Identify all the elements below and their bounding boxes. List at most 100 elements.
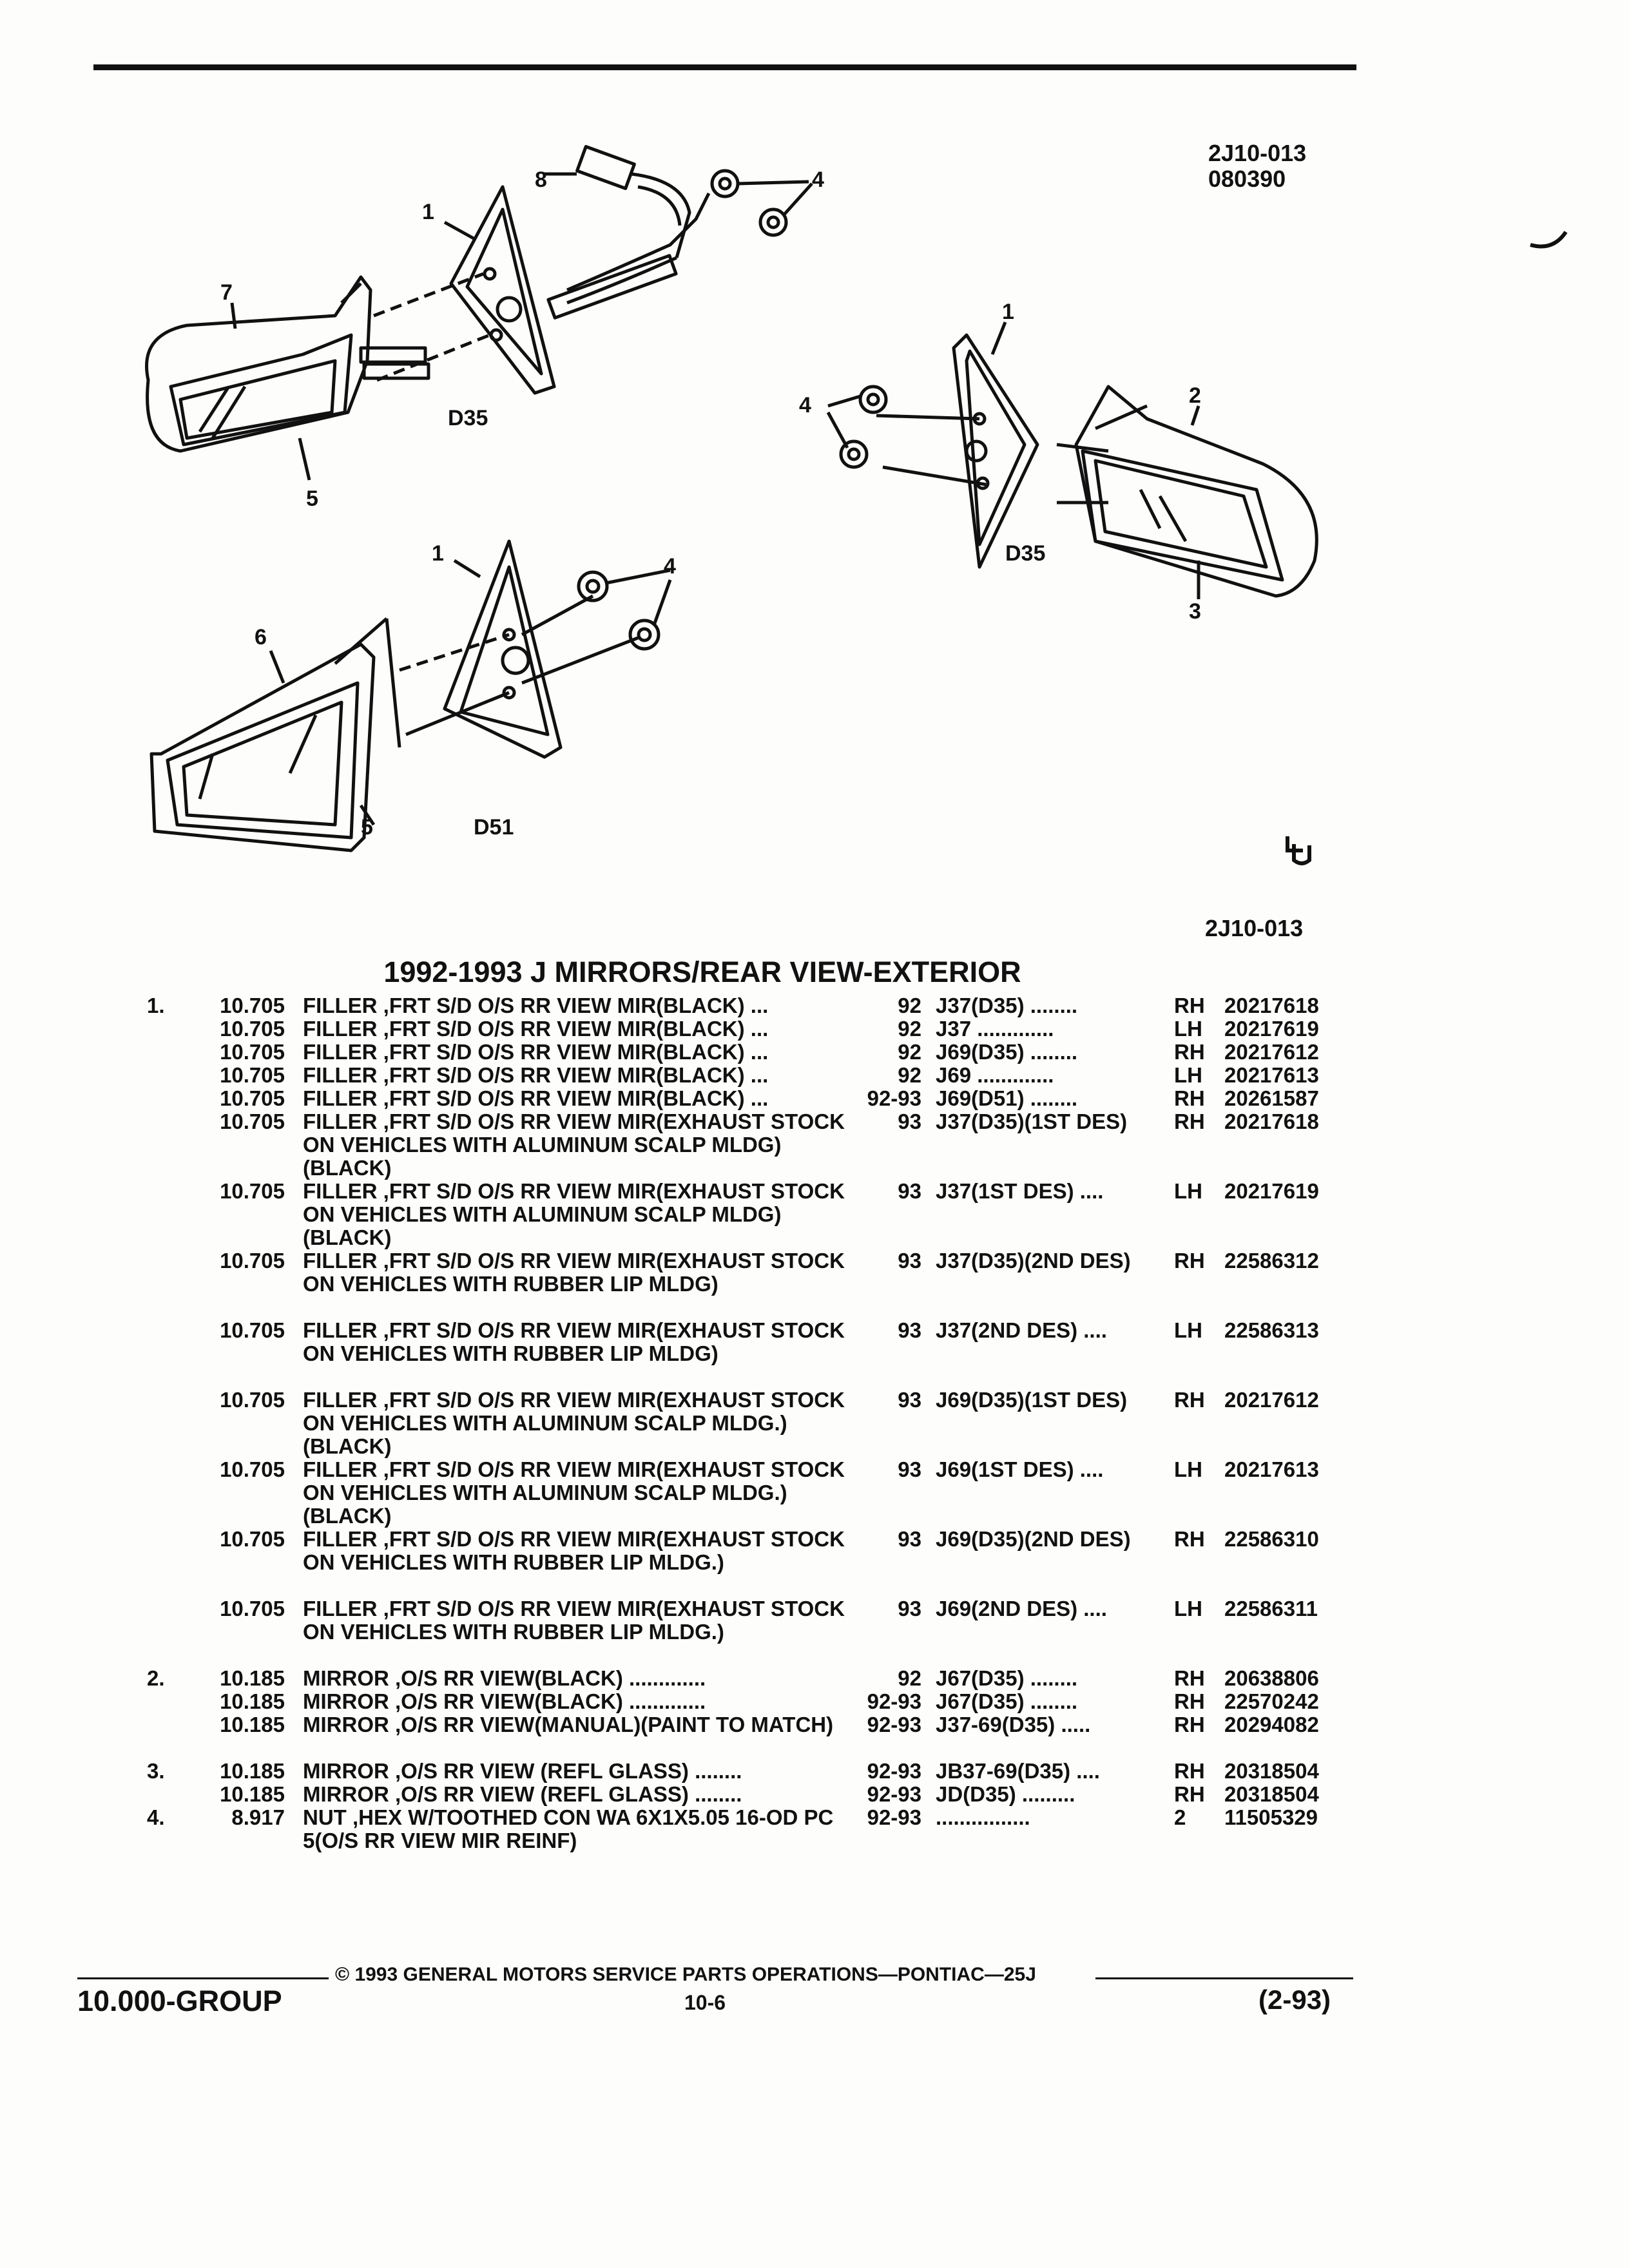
filler-bottom bbox=[443, 539, 563, 759]
description: FILLER ,FRT S/D O/S RR VIEW MIR(EXHAUST … bbox=[303, 1388, 845, 1458]
description: FILLER ,FRT S/D O/S RR VIEW MIR(EXHAUST … bbox=[303, 1597, 845, 1644]
model-year: 93 bbox=[898, 1457, 921, 1481]
description: FILLER ,FRT S/D O/S RR VIEW MIR(EXHAUST … bbox=[303, 1527, 845, 1574]
description: FILLER ,FRT S/D O/S RR VIEW MIR(BLACK) .… bbox=[303, 1086, 769, 1110]
group-number: 10.705 bbox=[220, 1063, 285, 1087]
group-number: 10.705 bbox=[220, 1318, 285, 1342]
model-year: 93 bbox=[898, 1179, 921, 1203]
description: FILLER ,FRT S/D O/S RR VIEW MIR(EXHAUST … bbox=[303, 1318, 845, 1365]
model-year: 92 bbox=[898, 994, 921, 1017]
mirror-glass-right bbox=[1081, 449, 1284, 582]
item-number: 2. bbox=[147, 1666, 165, 1690]
part-name: FILLER bbox=[303, 1597, 383, 1620]
side: RH bbox=[1174, 1527, 1205, 1551]
side: LH bbox=[1174, 1179, 1202, 1203]
group-number: 10.705 bbox=[220, 1527, 285, 1551]
description: NUT ,HEX W/TOOTHED CON WA 6X1X5.05 16-OD… bbox=[303, 1805, 834, 1852]
model-year: 92-93 bbox=[867, 1759, 921, 1783]
part-name: MIRROR bbox=[303, 1666, 395, 1690]
application: J37(D35)(1ST DES) bbox=[936, 1110, 1128, 1133]
model-year: 92-93 bbox=[867, 1713, 921, 1736]
description: MIRROR ,O/S RR VIEW(BLACK) ............. bbox=[303, 1689, 706, 1713]
application: J69(D35) ........ bbox=[936, 1040, 1078, 1064]
side: LH bbox=[1174, 1597, 1202, 1620]
group-label: 10.000-GROUP bbox=[77, 1984, 282, 2017]
mirror-housing-bottom bbox=[149, 642, 376, 852]
group-number: 10.185 bbox=[220, 1666, 285, 1690]
group-number: 10.705 bbox=[220, 1110, 285, 1133]
group-number: 10.185 bbox=[220, 1689, 285, 1713]
callout-1-bottom: 1 bbox=[432, 541, 444, 566]
mirror-housing-top-left bbox=[145, 275, 372, 453]
side: RH bbox=[1174, 1086, 1205, 1110]
group-number: 10.185 bbox=[220, 1713, 285, 1736]
part-number: 20217619 bbox=[1224, 1179, 1319, 1203]
model-year: 92 bbox=[898, 1063, 921, 1087]
description: FILLER ,FRT S/D O/S RR VIEW MIR(EXHAUST … bbox=[303, 1179, 845, 1249]
item-number: 4. bbox=[147, 1805, 165, 1829]
filler-top bbox=[449, 185, 556, 395]
part-name: FILLER bbox=[303, 1457, 383, 1481]
callout-8: 8 bbox=[535, 168, 547, 192]
part-name: FILLER bbox=[303, 1249, 383, 1273]
label-d35-top: D35 bbox=[448, 406, 488, 430]
item-number: 1. bbox=[147, 994, 165, 1017]
part-name: FILLER bbox=[303, 1063, 383, 1087]
part-number: 22586312 bbox=[1224, 1249, 1319, 1273]
model-year: 92-93 bbox=[867, 1782, 921, 1806]
group-number: 10.705 bbox=[220, 994, 285, 1017]
part-name: MIRROR bbox=[303, 1713, 395, 1736]
part-number: 20217613 bbox=[1224, 1457, 1319, 1481]
part-name: MIRROR bbox=[303, 1689, 395, 1713]
application: J67(D35) ........ bbox=[936, 1666, 1078, 1690]
application: J37(2ND DES) .... bbox=[936, 1318, 1107, 1342]
application: JB37-69(D35) .... bbox=[936, 1759, 1100, 1783]
side: LH bbox=[1174, 1017, 1202, 1041]
side: LH bbox=[1174, 1063, 1202, 1087]
label-d35-right: D35 bbox=[1005, 541, 1045, 566]
side: LH bbox=[1174, 1457, 1202, 1481]
description: MIRROR ,O/S RR VIEW(MANUAL)(PAINT TO MAT… bbox=[303, 1713, 834, 1736]
part-number: 20638806 bbox=[1224, 1666, 1319, 1690]
part-number: 20261587 bbox=[1224, 1086, 1319, 1110]
description: MIRROR ,O/S RR VIEW (REFL GLASS) .......… bbox=[303, 1759, 742, 1783]
diagram-ref-bottom: 2J10-013 bbox=[1205, 915, 1304, 941]
callout-5-bottom: 5 bbox=[361, 815, 373, 840]
part-number: 22570242 bbox=[1224, 1689, 1319, 1713]
description: MIRROR ,O/S RR VIEW (REFL GLASS) .......… bbox=[303, 1782, 742, 1806]
group-number: 10.705 bbox=[220, 1457, 285, 1481]
group-number: 10.705 bbox=[220, 1388, 285, 1412]
group-number: 10.705 bbox=[220, 1086, 285, 1110]
part-number: 20217618 bbox=[1224, 994, 1319, 1017]
application: J37 ............. bbox=[936, 1017, 1054, 1041]
side: RH bbox=[1174, 1713, 1205, 1736]
part-name: FILLER bbox=[303, 1086, 383, 1110]
top-rule bbox=[93, 64, 1356, 70]
callout-3: 3 bbox=[1189, 599, 1201, 624]
group-number: 10.705 bbox=[220, 1017, 285, 1041]
footer-rule-left bbox=[77, 1977, 329, 1979]
part-number: 20217612 bbox=[1224, 1388, 1319, 1412]
application: J37-69(D35) ..... bbox=[936, 1713, 1091, 1736]
application: J37(D35) ........ bbox=[936, 994, 1078, 1017]
footer-rule-right bbox=[1095, 1977, 1353, 1979]
model-year: 92 bbox=[898, 1040, 921, 1064]
gm-mark-icon bbox=[1286, 836, 1311, 865]
callout-5-top: 5 bbox=[306, 486, 318, 511]
part-number: 11505329 bbox=[1224, 1805, 1318, 1829]
diagram-ref-date: 080390 bbox=[1208, 166, 1286, 192]
description: FILLER ,FRT S/D O/S RR VIEW MIR(BLACK) .… bbox=[303, 1063, 769, 1087]
